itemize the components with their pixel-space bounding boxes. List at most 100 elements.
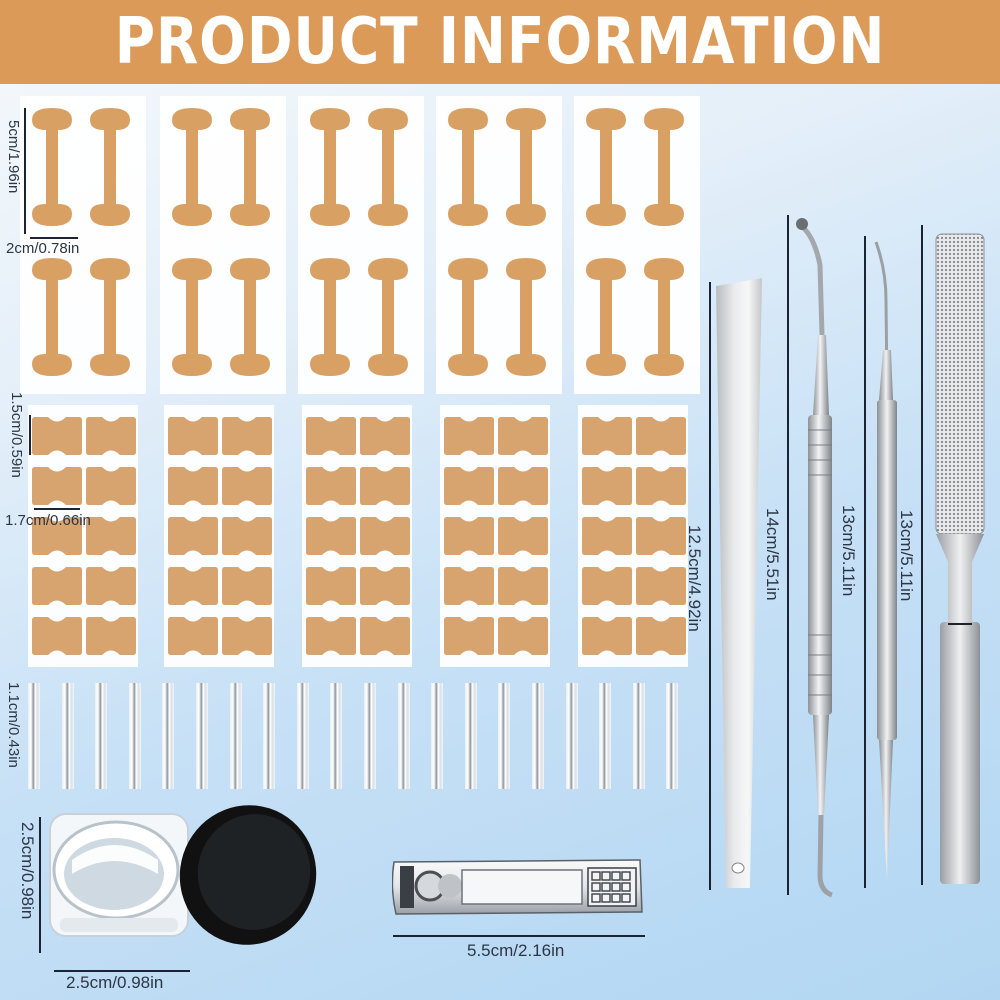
i-strip (640, 256, 688, 378)
i-strip (86, 256, 134, 378)
correction-wire (28, 683, 40, 789)
i-strip (582, 106, 630, 228)
butterfly-patch (222, 617, 272, 655)
patch-width-label: 1.7cm/0.66in (5, 512, 91, 529)
butterfly-patch (636, 567, 686, 605)
i-strip (226, 106, 274, 228)
butterfly-patch (498, 417, 548, 455)
i-strip-sheet (574, 96, 700, 394)
clipper-width-label: 5.5cm/2.16in (467, 941, 565, 960)
correction-wire (263, 683, 276, 789)
butterfly-patch (360, 617, 410, 655)
page-title: PRODUCT INFORMATION (114, 5, 886, 79)
curette-height-label: 14cm/5.51in (763, 508, 782, 601)
i-strip (168, 256, 216, 378)
butterfly-patch (222, 517, 272, 555)
butterfly-patch (306, 567, 356, 605)
file-height-line (921, 225, 923, 885)
correction-wire (162, 683, 175, 789)
butterfly-patch (498, 617, 548, 655)
jar-width-line (54, 970, 190, 972)
correction-wire (296, 683, 309, 789)
butterfly-patch (86, 617, 136, 655)
butterfly-patch (582, 467, 632, 505)
i-strip-sheet (436, 96, 562, 394)
file-height-label: 13cm/5.11in (897, 510, 916, 602)
butterfly-patch-sheet (164, 405, 274, 667)
butterfly-patch (360, 467, 410, 505)
wire-height-label: 1.1cm/0.43in (5, 682, 22, 768)
butterfly-patch (498, 517, 548, 555)
butterfly-patch (582, 567, 632, 605)
glue-jar (48, 800, 318, 960)
i-strip (306, 256, 354, 378)
i-strip (306, 106, 354, 228)
patch-height-line (29, 415, 31, 455)
butterfly-patch (86, 417, 136, 455)
correction-wire (464, 683, 477, 789)
i-strip (86, 106, 134, 228)
correction-wire (532, 683, 544, 789)
patch-height-label: 1.5cm/0.59in (8, 392, 25, 478)
butterfly-patch (32, 467, 82, 505)
correction-wire (599, 683, 612, 789)
butterfly-patch (636, 617, 686, 655)
nail-clipper (391, 858, 644, 916)
butterfly-patch (444, 517, 494, 555)
butterfly-patch (636, 417, 686, 455)
i-strip (502, 106, 550, 228)
butterfly-patch (498, 467, 548, 505)
correction-wire (397, 683, 410, 789)
double-ended-pick (870, 240, 900, 890)
correction-wire (330, 683, 343, 789)
butterfly-patch (32, 617, 82, 655)
i-strip-height-label: 5cm/1.96in (5, 120, 22, 194)
i-strip (28, 106, 76, 228)
jar-height-line (39, 817, 41, 953)
i-strip (226, 256, 274, 378)
butterfly-patch (498, 567, 548, 605)
nail-file (932, 232, 988, 888)
pick-height-line (864, 236, 866, 888)
butterfly-patch (222, 417, 272, 455)
i-strip (28, 256, 76, 378)
butterfly-patch (168, 417, 218, 455)
lifter-height-line (709, 282, 711, 890)
butterfly-patch (360, 567, 410, 605)
butterfly-patch (444, 617, 494, 655)
jar-width-label: 2.5cm/0.98in (66, 973, 164, 992)
i-strip-width-label: 2cm/0.78in (6, 240, 80, 257)
butterfly-patch (636, 517, 686, 555)
butterfly-patch (86, 517, 136, 555)
i-strip (444, 256, 492, 378)
correction-wire (95, 683, 108, 789)
correction-wire (666, 683, 679, 789)
pick-height-label: 13cm/5.11in (839, 505, 858, 597)
butterfly-patch-sheet (578, 405, 688, 667)
butterfly-patch (32, 567, 82, 605)
i-strip (364, 106, 412, 228)
i-strip (444, 106, 492, 228)
butterfly-patch (360, 417, 410, 455)
correction-wire (498, 683, 511, 789)
correction-wire (632, 683, 645, 789)
i-strip (582, 256, 630, 378)
i-strip (640, 106, 688, 228)
butterfly-patch-sheet (440, 405, 550, 667)
correction-wire (128, 683, 141, 789)
jar-height-label: 2.5cm/0.98in (18, 822, 37, 920)
i-strip-height-line (24, 108, 26, 234)
butterfly-patch (168, 517, 218, 555)
i-strip-width-line (30, 237, 78, 239)
butterfly-patch (360, 517, 410, 555)
butterfly-patch (86, 567, 136, 605)
butterfly-patch (168, 617, 218, 655)
header-banner: PRODUCT INFORMATION (0, 0, 1000, 84)
curette-height-line (787, 215, 789, 895)
butterfly-patch (444, 567, 494, 605)
butterfly-patch (444, 467, 494, 505)
i-strip (502, 256, 550, 378)
butterfly-patch (582, 517, 632, 555)
butterfly-patch-sheet (28, 405, 138, 667)
